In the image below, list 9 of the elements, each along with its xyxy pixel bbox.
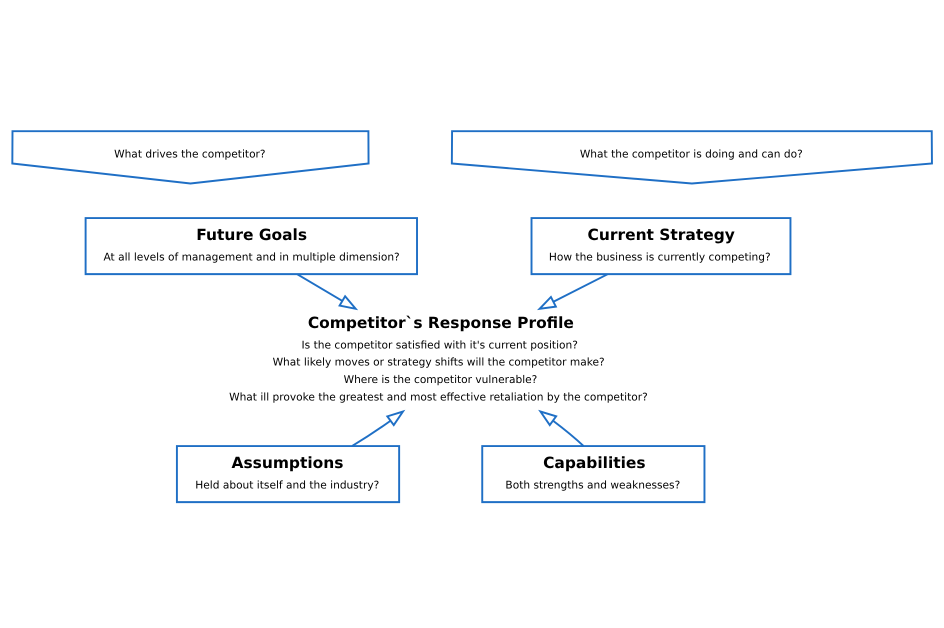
arrow — [296, 273, 358, 310]
node-box: Capabilities Both strengths and weaknesses? — [481, 445, 706, 504]
node-text: Competitor`s Response Profile Is the competitor satisfied with it's current position? What likely moves or strategy shifts will the competitor make? Where is the competitor vulnerable? What ill provoke the greatest and most effective retaliation by the competitor? — [229, 314, 648, 404]
arrow — [537, 273, 608, 310]
node-box: Assumptions Held about itself and the industry? — [176, 445, 400, 504]
arrow — [538, 410, 584, 447]
node-box: Current Strategy How the business is currently competing? — [530, 217, 792, 276]
arrow — [352, 410, 406, 447]
node-box: Future Goals At all levels of management and in multiple dimension? — [84, 217, 418, 276]
